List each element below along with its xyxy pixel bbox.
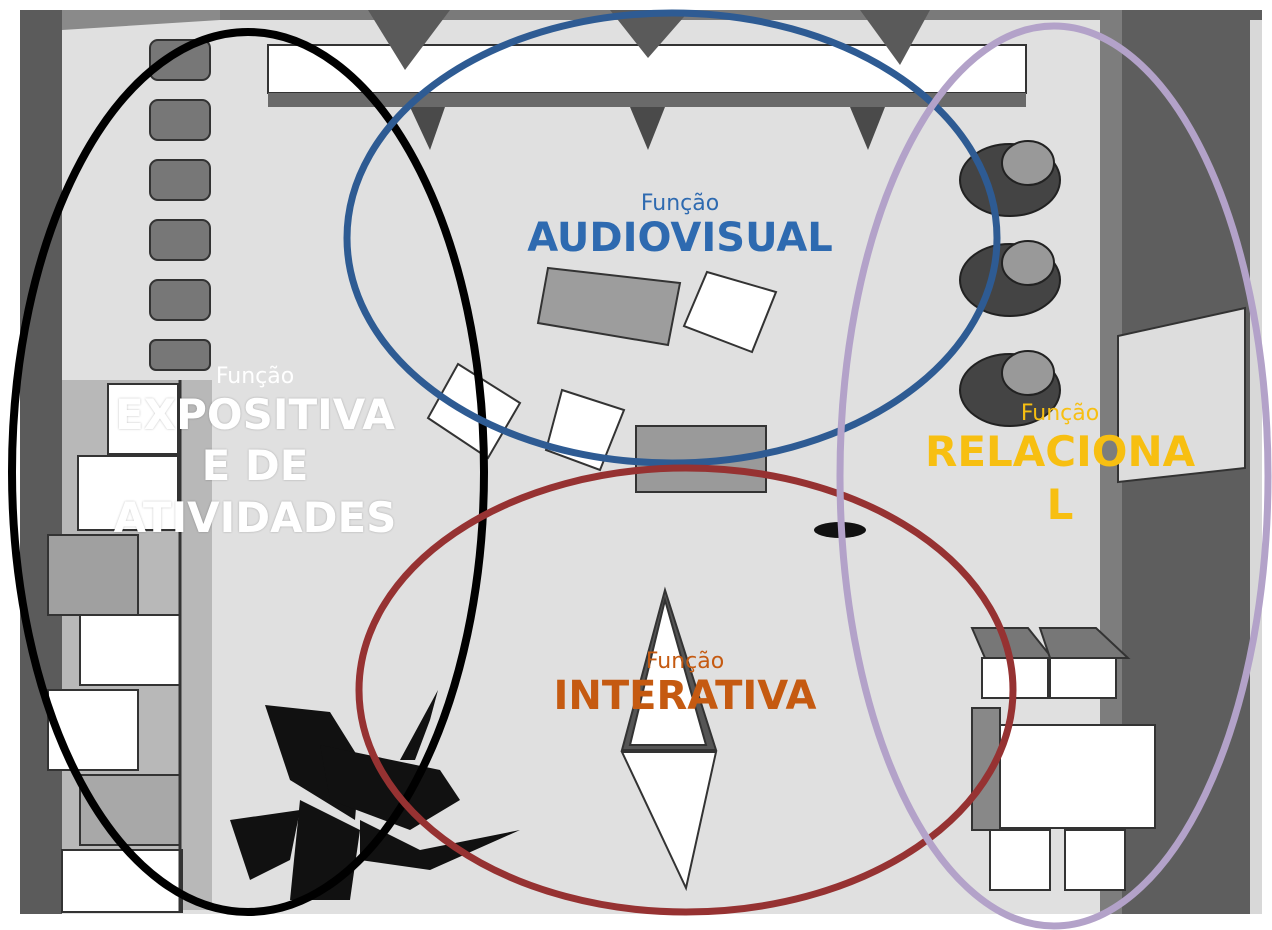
zone-label-expositiva: Função EXPOSITIVA E DE ATIVIDADES xyxy=(95,364,415,543)
zone-title: AUDIOVISUAL xyxy=(527,215,833,262)
zone-label-relacional: Função RELACIONA L xyxy=(925,401,1196,531)
zone-title-line1: RELACIONA xyxy=(925,427,1196,477)
zone-title: INTERATIVA xyxy=(553,673,817,720)
zone-prefix: Função xyxy=(215,364,295,389)
zone-prefix: Função xyxy=(640,191,720,216)
ring-expositiva xyxy=(8,28,488,916)
pyramid-table-icon xyxy=(620,586,718,892)
bookshelf-icon xyxy=(47,380,212,913)
poster-icon xyxy=(1117,306,1246,484)
zone-label-interativa: Função INTERATIVA xyxy=(505,649,865,720)
zone-title-line3: ATIVIDADES xyxy=(113,492,397,542)
stool-icon xyxy=(959,140,1061,427)
ring-interativa xyxy=(355,464,1017,916)
ring-relacional xyxy=(836,22,1272,930)
sofa-icon xyxy=(536,266,682,347)
zone-rings xyxy=(8,9,1272,930)
zone-label-audiovisual: Função AUDIOVISUAL xyxy=(480,191,880,262)
zone-title-line2: L xyxy=(1046,479,1074,529)
zone-prefix: Função xyxy=(645,649,725,674)
zone-title-line2: E DE xyxy=(201,441,309,491)
wall-letters xyxy=(149,39,211,371)
zone-title-line1: EXPOSITIVA xyxy=(115,390,395,440)
ring-audiovisual xyxy=(343,9,1001,467)
left-wall-bevel xyxy=(62,10,220,30)
zone-prefix: Função xyxy=(1020,401,1100,426)
left-wall xyxy=(20,10,62,914)
